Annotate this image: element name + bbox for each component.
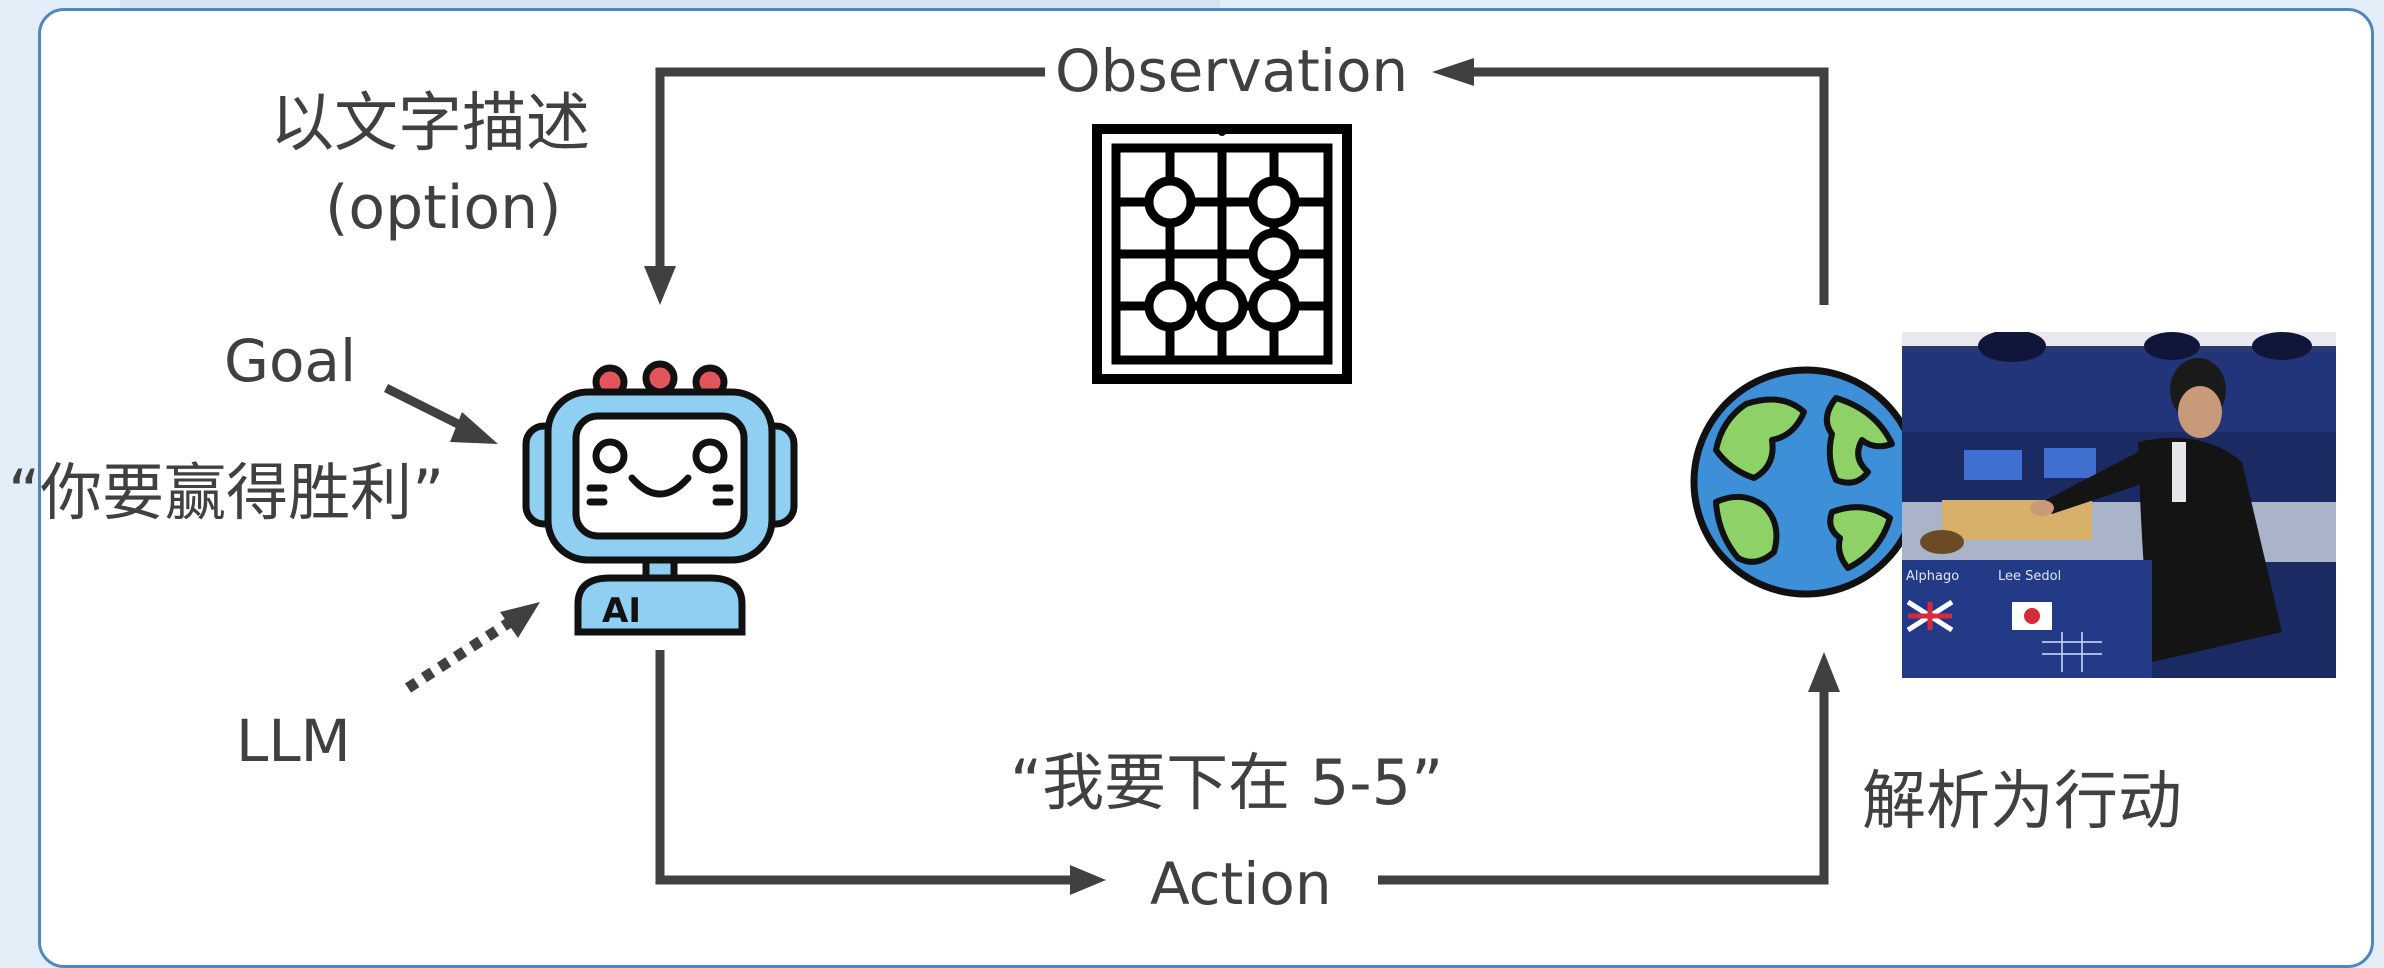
arrowhead-observation: [1432, 58, 1474, 86]
flow-arrows: [383, 58, 1840, 895]
arrowhead-agent-in: [644, 266, 676, 305]
text-description-label: 以文字描述: [270, 87, 590, 161]
earth-globe-icon: [1690, 366, 1922, 598]
move-quote: “我要下在 5-5”: [1010, 746, 1444, 819]
arrow-earth-to-observation: [1470, 67, 1829, 305]
photo-left-player: Alphago: [1906, 569, 1959, 584]
arrow-observation-to-agent: [655, 67, 1045, 268]
arrow-agent-to-action: [655, 650, 1078, 885]
parse-to-action-label: 解析为行动: [1862, 765, 2182, 839]
goal-quote: “你要赢得胜利”: [8, 456, 445, 529]
goal-label: Goal: [224, 327, 357, 395]
go-board-icon: [1092, 124, 1352, 384]
action-label: Action: [1150, 850, 1332, 918]
go-match-photo: Alphago Lee Sedol: [1902, 332, 2336, 678]
robot-ai-icon: AI: [522, 360, 798, 636]
robot-badge: AI: [602, 591, 641, 631]
photo-right-player: Lee Sedol: [1998, 569, 2061, 584]
observation-label: Observation: [1055, 37, 1409, 105]
arrowhead-action: [1070, 865, 1106, 895]
arrowhead-llm: [500, 602, 540, 638]
arrowhead-earth-in: [1808, 652, 1840, 692]
arrowhead-goal: [450, 412, 498, 444]
top-strip: [120, 0, 1220, 10]
llm-label: LLM: [236, 707, 351, 775]
arrow-goal: [383, 383, 473, 435]
arrow-action-to-earth: [1378, 690, 1829, 885]
arrow-llm-dotted: [405, 617, 513, 693]
option-label: (option): [325, 173, 562, 243]
